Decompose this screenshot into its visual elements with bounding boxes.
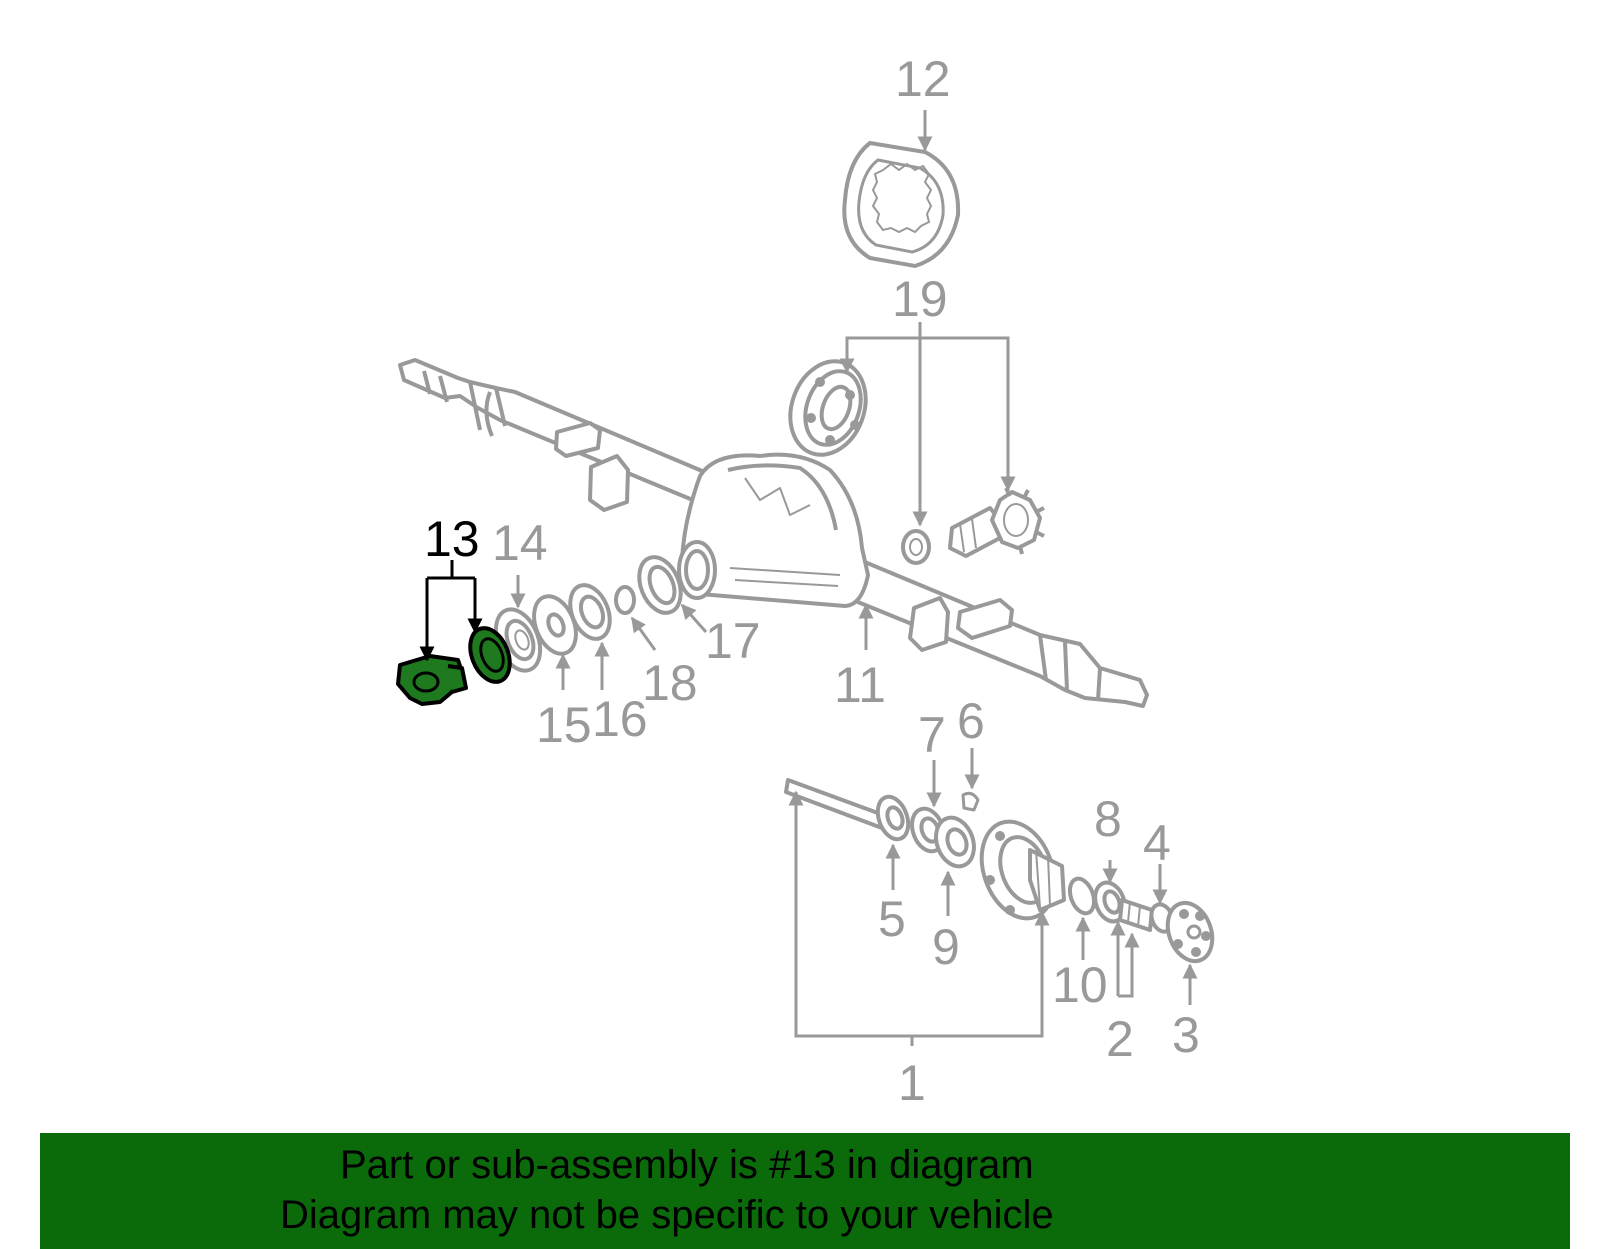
callout-8[interactable]: 8 [1094, 791, 1122, 847]
leader-13 [419, 560, 483, 662]
callout-19[interactable]: 19 [892, 271, 948, 327]
callout-4[interactable]: 4 [1143, 815, 1171, 871]
callout-13[interactable]: 13 [424, 511, 480, 567]
callout-11[interactable]: 11 [834, 657, 886, 713]
callout-16[interactable]: 16 [592, 691, 648, 747]
cover-gasket [842, 140, 961, 269]
callout-9[interactable]: 9 [932, 919, 960, 975]
banner-line-2: Diagram may not be specific to your vehi… [280, 1193, 1054, 1237]
axle-housing [398, 358, 1149, 708]
info-banner: Part or sub-assembly is #13 in diagram D… [40, 1133, 1570, 1249]
callout-labels: 1 2 3 4 5 6 7 8 9 10 11 12 13 14 15 16 1… [424, 51, 1200, 1111]
callout-14[interactable]: 14 [492, 515, 548, 571]
callout-5[interactable]: 5 [878, 891, 906, 947]
callout-12[interactable]: 12 [895, 51, 951, 107]
callout-15[interactable]: 15 [536, 697, 592, 753]
axle-shaft-assembly [784, 778, 1215, 964]
pinion-gear [948, 487, 1045, 558]
callout-2[interactable]: 2 [1106, 1011, 1134, 1067]
pinion-washer [901, 529, 931, 565]
leader-lines [510, 110, 1198, 1046]
callout-17[interactable]: 17 [705, 613, 761, 669]
callout-3[interactable]: 3 [1172, 1007, 1200, 1063]
callout-7[interactable]: 7 [918, 707, 946, 763]
bearing-cup-plate [788, 359, 868, 457]
callout-18[interactable]: 18 [642, 655, 698, 711]
banner-line-1: Part or sub-assembly is #13 in diagram [340, 1143, 1034, 1187]
callout-1[interactable]: 1 [898, 1055, 926, 1111]
callout-6[interactable]: 6 [957, 693, 985, 749]
highlighted-part-13[interactable] [396, 622, 517, 706]
callout-10[interactable]: 10 [1052, 957, 1108, 1013]
